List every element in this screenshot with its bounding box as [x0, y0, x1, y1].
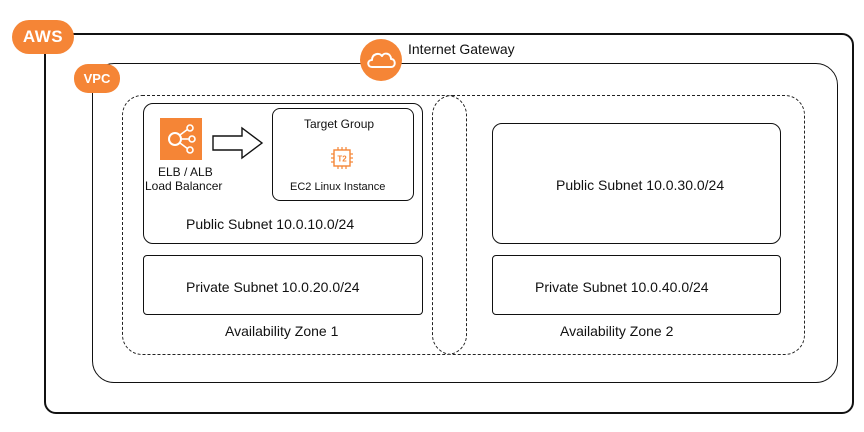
public-subnet-1-label: Public Subnet 10.0.10.0/24 [186, 216, 355, 232]
private-subnet-1-label: Private Subnet 10.0.20.0/24 [186, 279, 360, 295]
availability-zone-1 [122, 95, 467, 355]
aws-cloud-boundary [44, 33, 854, 414]
private-subnet-2-label: Private Subnet 10.0.40.0/24 [535, 279, 709, 295]
target-group-title: Target Group [304, 117, 375, 131]
ec2-instance-label: EC2 Linux Instance [290, 181, 386, 193]
chip-label: T2 [337, 155, 347, 164]
arrow-right-icon [212, 126, 264, 160]
public-subnet-2-label: Public Subnet 10.0.30.0/24 [556, 177, 725, 193]
aws-badge: AWS [12, 20, 74, 54]
availability-zone-2-label: Availability Zone 2 [560, 323, 674, 339]
vpc-boundary [92, 63, 838, 383]
chip-icon: T2 [330, 146, 354, 170]
private-subnet-2 [492, 255, 781, 315]
availability-zone-1-label: Availability Zone 1 [225, 323, 339, 339]
availability-zone-2 [432, 95, 805, 355]
vpc-badge: VPC [74, 64, 120, 93]
elb-icon [160, 118, 202, 160]
public-subnet-2 [492, 123, 781, 244]
internet-gateway-label: Internet Gateway [408, 41, 515, 57]
elb-label-line2: Load Balancer [145, 179, 223, 193]
cloud-icon [360, 39, 402, 81]
private-subnet-1 [143, 255, 423, 315]
elb-label-line1: ELB / ALB [158, 165, 213, 179]
